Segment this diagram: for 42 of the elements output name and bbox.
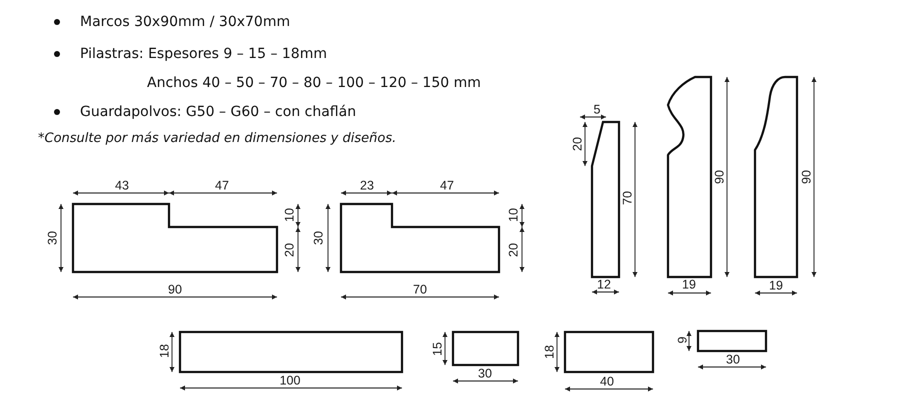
list-text: Anchos 40 – 50 – 70 – 80 – 100 – 120 – 150 mm xyxy=(147,74,481,92)
dimension-label: 70 xyxy=(413,284,427,296)
list-item: Guardapolvos: G50 – G60 – con chaflán xyxy=(80,103,356,121)
dimension-label: 30 xyxy=(726,354,740,366)
dimension-label: 19 xyxy=(769,280,783,292)
dimension-label: 30 xyxy=(312,231,326,245)
dimension-label: 9 xyxy=(676,336,690,344)
dimension-label: 90 xyxy=(168,284,182,296)
dimension-label: 30 xyxy=(478,368,492,380)
dimension-label: 40 xyxy=(600,376,614,388)
dimension-label: 20 xyxy=(284,243,296,257)
baseboard-profile xyxy=(696,330,768,352)
dimension-label: 10 xyxy=(284,208,296,222)
dimension-label: 90 xyxy=(714,170,726,184)
dimension-label: 90 xyxy=(800,170,814,184)
dimension-label: 19 xyxy=(682,278,696,292)
list-item: Marcos 30x90mm / 30x70mm xyxy=(80,13,290,31)
dimension-label: 30 xyxy=(46,231,60,245)
baseboard-profile xyxy=(452,330,520,366)
dimension-label: 100 xyxy=(280,374,300,388)
dimension-label: 18 xyxy=(158,344,172,358)
dimension-label: 47 xyxy=(215,180,229,192)
dimension-label: 20 xyxy=(572,137,584,151)
dimension-label: 70 xyxy=(622,191,634,205)
dimension-label: 15 xyxy=(432,342,444,356)
molding-profile xyxy=(590,120,620,278)
baseboard-profile xyxy=(178,330,404,374)
frame-profile xyxy=(72,202,278,274)
footnote: *Consulte por más variedad en dimensiones y diseños. xyxy=(38,130,396,148)
dimension-label: 10 xyxy=(508,208,520,222)
baseboard-profile xyxy=(564,330,654,374)
dimension-label: 47 xyxy=(440,180,454,192)
molding-profile xyxy=(666,76,712,278)
list-item: Pilastras: Espesores 9 – 15 – 18mm xyxy=(80,45,327,63)
frame-profile xyxy=(340,202,500,274)
dimension-label: 23 xyxy=(360,180,374,192)
molding-profile xyxy=(754,76,798,278)
dimension-label: 18 xyxy=(544,345,556,359)
dimension-label: 5 xyxy=(594,104,600,116)
dimension-label: 12 xyxy=(597,278,611,292)
dimension-label: 20 xyxy=(508,243,520,257)
dimension-label: 43 xyxy=(115,180,129,192)
